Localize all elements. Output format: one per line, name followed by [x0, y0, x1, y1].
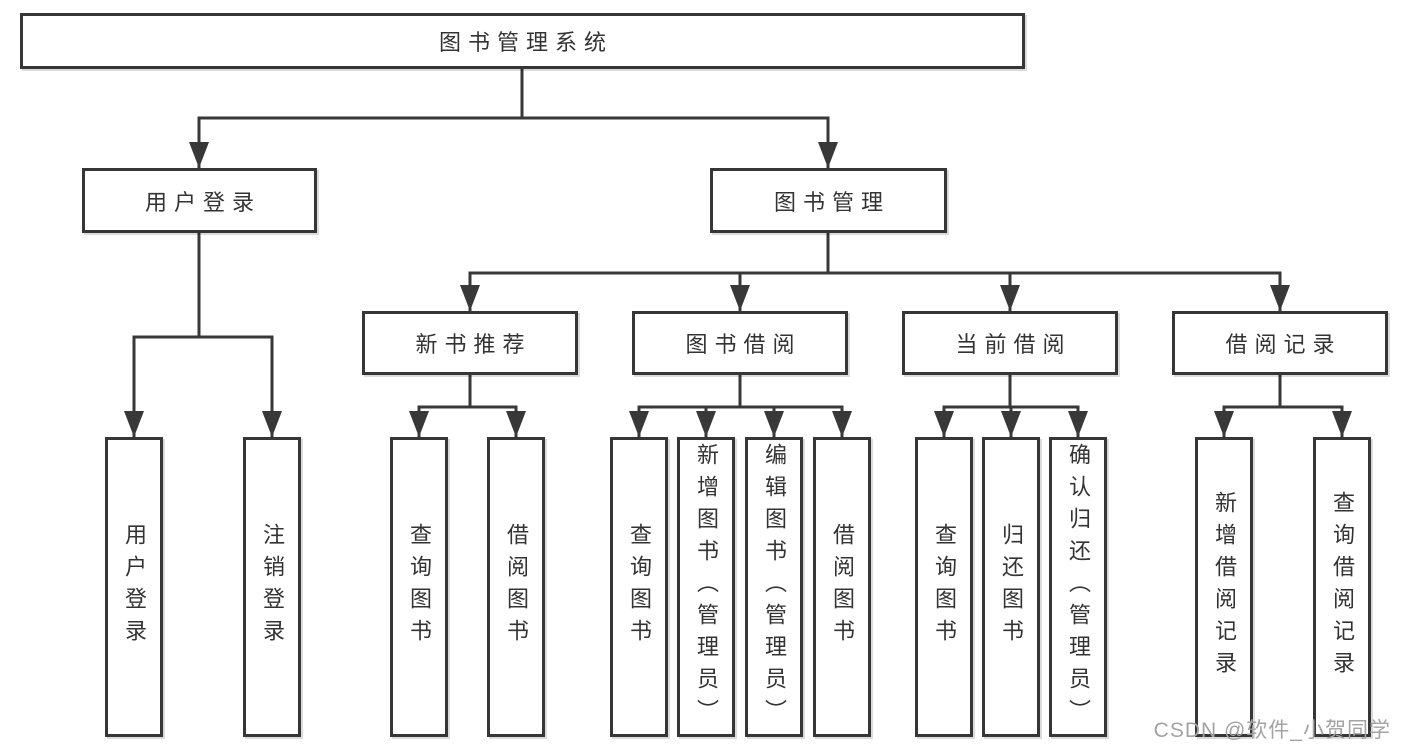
- leaf-confirm-return-admin-label: 确认归还（管理员）: [1066, 443, 1091, 731]
- node-book-borrowing-label: 图书借阅: [685, 332, 802, 357]
- leaf-return-book: 归还图书: [982, 437, 1040, 737]
- arrow-down-icon: [1001, 411, 1021, 437]
- leaf-borrow-books-borrowing: 借阅图书: [813, 437, 871, 737]
- leaf-edit-book-admin: 编辑图书（管理员）: [745, 437, 803, 737]
- arrow-down-icon: [189, 142, 209, 168]
- leaf-edit-book-admin-label: 编辑图书（管理员）: [762, 443, 787, 731]
- leaf-logout: 注销登录: [243, 437, 301, 737]
- arrow-down-icon: [506, 411, 526, 437]
- arrow-down-icon: [764, 411, 784, 437]
- arrow-down-icon: [409, 411, 429, 437]
- node-current-borrowing: 当前借阅: [902, 311, 1118, 375]
- leaf-logout-label: 注销登录: [260, 523, 285, 651]
- edge-book-mgmt-children: [468, 233, 1282, 311]
- arrow-down-icon: [460, 285, 480, 311]
- node-library-system: 图书管理系统: [20, 13, 1025, 69]
- leaf-query-books-borrowing: 查询图书: [610, 437, 668, 737]
- arrow-down-icon: [934, 411, 954, 437]
- leaf-add-book-admin-label: 新增图书（管理员）: [694, 443, 719, 731]
- leaf-query-borrow-record-label: 查询借阅记录: [1330, 491, 1355, 683]
- node-user-login: 用户登录: [82, 168, 317, 233]
- leaf-add-borrow-record: 新增借阅记录: [1195, 437, 1253, 737]
- arrow-down-icon: [1000, 285, 1020, 311]
- arrow-down-icon: [832, 411, 852, 437]
- node-book-management: 图书管理: [710, 168, 947, 233]
- edge-new-book-children: [417, 375, 518, 437]
- arrow-down-icon: [696, 411, 716, 437]
- csdn-watermark: CSDN @软件_小贺同学: [1153, 719, 1391, 742]
- node-new-book-recommendation-label: 新书推荐: [415, 332, 532, 357]
- leaf-query-borrow-record: 查询借阅记录: [1313, 437, 1371, 737]
- arrowhead-icons: [124, 142, 1352, 437]
- edge-borrowing-children: [637, 375, 844, 437]
- edge-root-to-level1: [197, 69, 830, 168]
- leaf-borrow-books-recommend: 借阅图书: [487, 437, 545, 737]
- node-current-borrowing-label: 当前借阅: [955, 332, 1072, 357]
- arrow-down-icon: [818, 142, 838, 168]
- node-book-management-label: 图书管理: [773, 189, 890, 215]
- leaf-query-books-borrowing-label: 查询图书: [627, 523, 652, 651]
- arrow-down-icon: [1270, 285, 1290, 311]
- node-library-system-label: 图书管理系统: [438, 30, 613, 55]
- arrow-down-icon: [1214, 411, 1234, 437]
- arrow-down-icon: [1332, 411, 1352, 437]
- leaf-borrow-books-recommend-label: 借阅图书: [504, 523, 529, 651]
- leaf-return-book-label: 归还图书: [999, 523, 1024, 651]
- leaf-query-books-current-label: 查询图书: [932, 523, 957, 651]
- leaf-query-books-current: 查询图书: [915, 437, 973, 737]
- edge-records-children: [1222, 375, 1344, 437]
- leaf-user-login: 用户登录: [105, 437, 163, 737]
- leaf-add-book-admin: 新增图书（管理员）: [677, 437, 735, 737]
- arrow-down-icon: [730, 285, 750, 311]
- leaf-query-books-recommend: 查询图书: [390, 437, 448, 737]
- arrow-down-icon: [1068, 411, 1088, 437]
- arrow-down-icon: [629, 411, 649, 437]
- leaf-query-books-recommend-label: 查询图书: [407, 523, 432, 651]
- edge-user-login-children: [132, 233, 274, 437]
- arrow-down-icon: [262, 411, 282, 437]
- arrow-down-icon: [124, 411, 144, 437]
- leaf-confirm-return-admin: 确认归还（管理员）: [1049, 437, 1107, 737]
- node-new-book-recommendation: 新书推荐: [362, 311, 578, 375]
- leaf-add-borrow-record-label: 新增借阅记录: [1212, 491, 1237, 683]
- node-book-borrowing: 图书借阅: [632, 311, 848, 375]
- node-user-login-label: 用户登录: [144, 189, 261, 215]
- leaf-borrow-books-borrowing-label: 借阅图书: [830, 523, 855, 651]
- node-borrowing-records: 借阅记录: [1172, 311, 1388, 375]
- leaf-user-login-label: 用户登录: [122, 523, 147, 651]
- node-borrowing-records-label: 借阅记录: [1225, 332, 1342, 357]
